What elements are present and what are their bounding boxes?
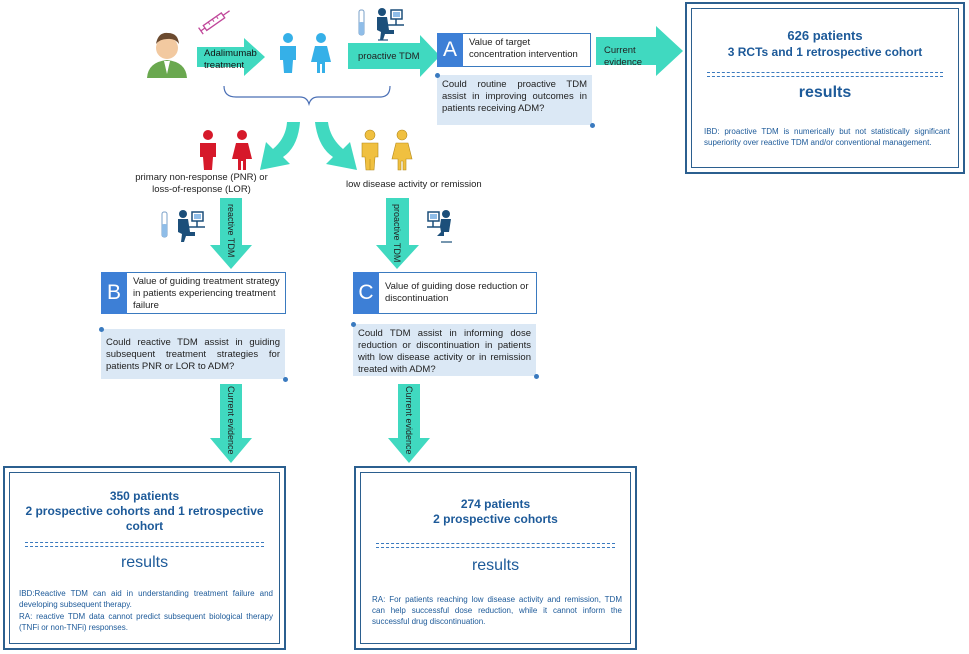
branch-right-label: low disease activity or remission xyxy=(346,179,482,190)
arrow-adalimumab xyxy=(197,38,265,76)
doctor-computer-right-icon xyxy=(427,210,452,243)
arrow-curve-left xyxy=(260,122,300,170)
arrow-curve-right xyxy=(315,122,357,170)
box-a-dot-top xyxy=(435,73,440,78)
doctor-computer-left-icon xyxy=(178,210,205,242)
current-evidence-b-label: Current evidence xyxy=(226,386,236,455)
box-c-header: C Value of guiding dose reduction or dis… xyxy=(353,272,537,314)
box-c-title: Value of guiding dose reduction or disco… xyxy=(385,281,529,304)
result-a-box: 626 patients 3 RCTs and 1 retrospective … xyxy=(685,2,965,174)
arrow-proactive-tdm xyxy=(348,35,440,77)
result-c-box: 274 patients 2 prospective cohorts resul… xyxy=(354,466,637,650)
result-b-text-ibd: IBD:Reactive TDM can aid in understandin… xyxy=(19,589,273,609)
female-patient-yellow-icon xyxy=(391,129,413,171)
doctor-avatar-icon xyxy=(147,32,187,78)
adalimumab-label: Adalimumab treatment xyxy=(204,48,257,71)
result-b-studies: 2 prospective cohorts and 1 retrospectiv… xyxy=(25,504,264,533)
box-b-dot-top xyxy=(99,327,104,332)
result-c-studies: 2 prospective cohorts xyxy=(433,512,558,526)
result-a-studies: 3 RCTs and 1 retrospective cohort xyxy=(727,45,923,59)
group-brace xyxy=(223,85,391,107)
box-a-header: A Value of target concentration interven… xyxy=(437,33,591,67)
box-b-header: B Value of guiding treatment strategy in… xyxy=(101,272,286,314)
current-evidence-c-label: Current evidence xyxy=(404,386,414,455)
box-c-dot-bottom xyxy=(534,374,539,379)
reactive-tdm-label: reactive TDM xyxy=(226,204,236,258)
result-c-text: RA: For patients reaching low disease ac… xyxy=(372,595,622,626)
arrow-current-evidence-c xyxy=(388,384,430,463)
box-b-question: Could reactive TDM assist in guiding sub… xyxy=(101,329,285,379)
test-tube-icon xyxy=(358,9,365,36)
result-b-text-ra: RA: reactive TDM data cannot predict sub… xyxy=(19,612,273,632)
box-a-title: Value of target concentration interventi… xyxy=(469,37,578,60)
box-b-dot-bottom xyxy=(283,377,288,382)
arrow-current-evidence-a xyxy=(596,26,683,76)
box-c-question: Could TDM assist in informing dose reduc… xyxy=(353,324,536,376)
female-patient-red-icon xyxy=(232,130,252,170)
box-a-letter: A xyxy=(437,33,463,67)
proactive-tdm-label: proactive TDM xyxy=(358,51,420,62)
test-tube-left-icon xyxy=(161,211,168,238)
branch-left-label: primary non-response (PNR) or loss-of-re… xyxy=(135,172,268,195)
arrow-reactive-tdm xyxy=(210,198,252,269)
result-c-patients: 274 patients xyxy=(460,497,531,511)
arrow-current-evidence-b xyxy=(210,384,252,463)
result-c-results-label: results xyxy=(471,557,520,574)
box-a-dot-bottom xyxy=(590,123,595,128)
box-b-letter: B xyxy=(101,272,127,314)
male-patient-yellow-icon xyxy=(361,129,379,171)
female-patient-blue-icon xyxy=(311,33,331,73)
box-c-dot-top xyxy=(351,322,356,327)
current-evidence-a-label: Current evidence xyxy=(604,45,643,68)
box-b-title: Value of guiding treatment strategy in p… xyxy=(133,276,280,311)
syringe-icon xyxy=(198,10,230,35)
result-b-patients: 350 patients xyxy=(109,489,180,503)
result-a-results-label: results xyxy=(798,84,852,101)
result-b-results-label: results xyxy=(120,554,169,571)
proactive-tdm-right-label: proactive TDM xyxy=(392,204,402,263)
result-a-patients: 626 patients xyxy=(787,28,863,43)
male-patient-red-icon xyxy=(200,130,216,170)
box-c-letter: C xyxy=(353,272,379,314)
arrow-proactive-tdm-right xyxy=(376,198,419,269)
doctor-computer-icon xyxy=(377,8,404,41)
male-patient-blue-icon xyxy=(280,33,296,73)
box-a-question: Could routine proactive TDM assist in im… xyxy=(437,75,592,125)
result-b-box: 350 patients 2 prospective cohorts and 1… xyxy=(3,466,286,650)
result-a-text: IBD: proactive TDM is numerically but no… xyxy=(704,127,950,147)
